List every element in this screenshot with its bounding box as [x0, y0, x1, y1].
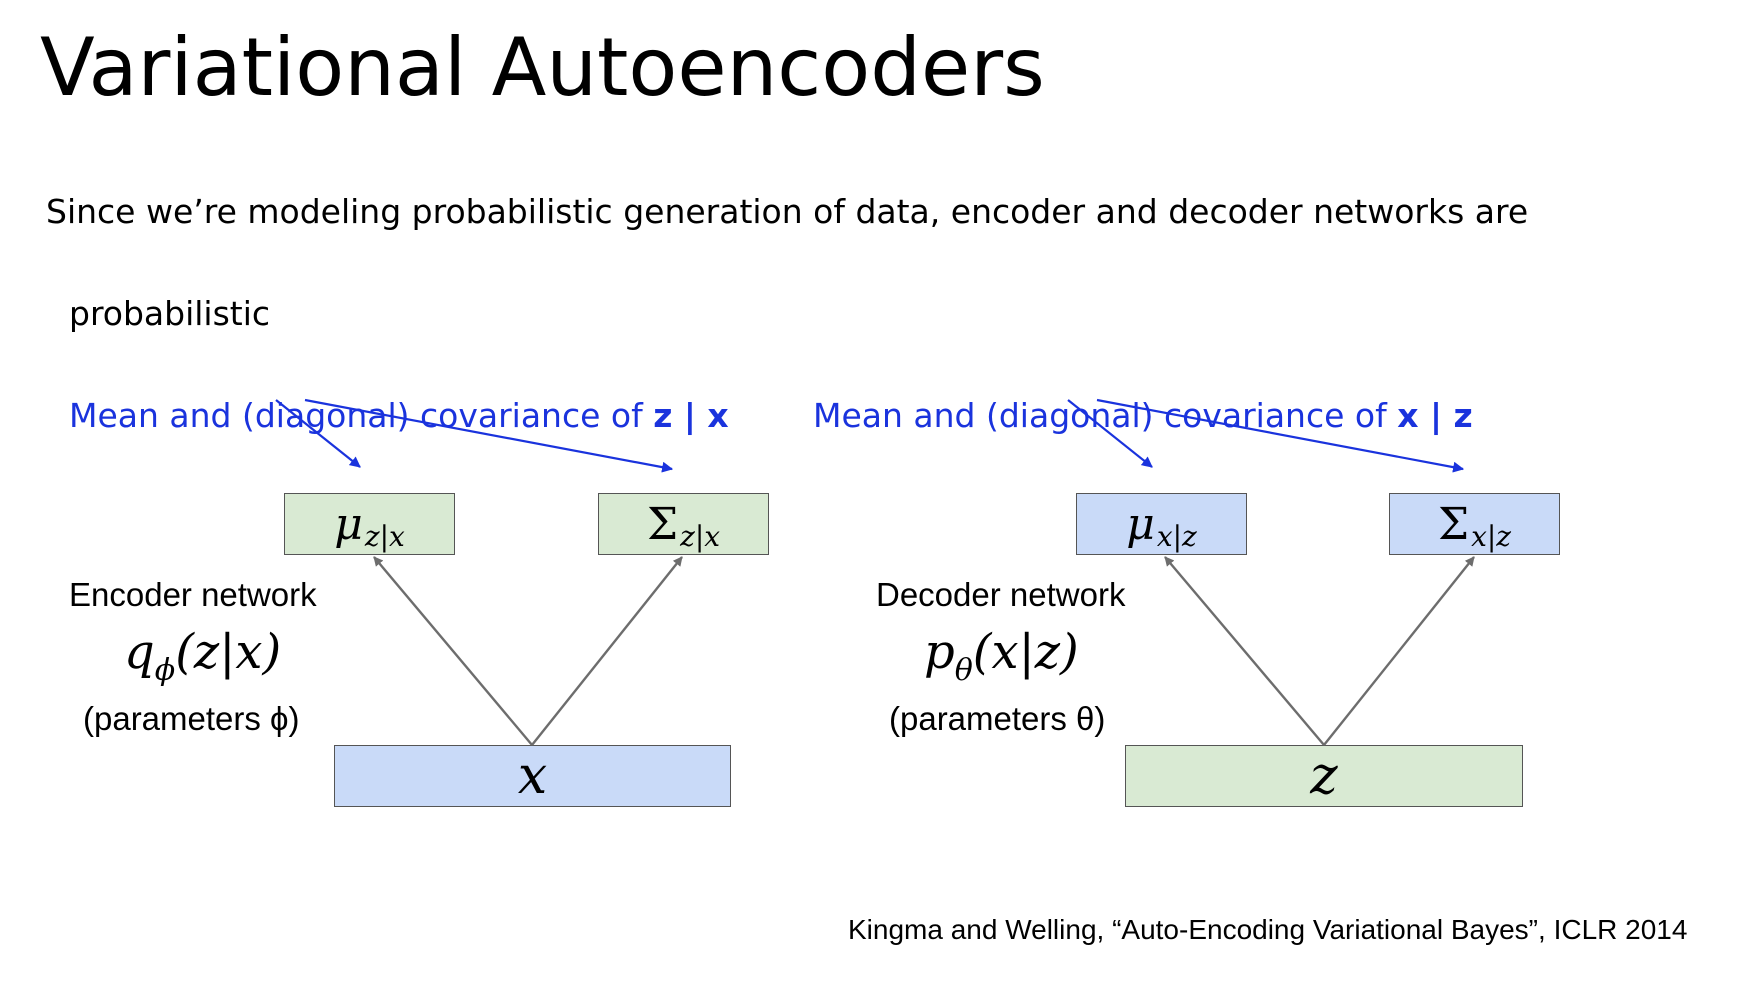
decoder-params-label: (parameters θ) [889, 700, 1106, 737]
decoder-mu-symbol: μ [1126, 498, 1155, 550]
decoder-arrow-to-mu [1164, 556, 1325, 746]
encoder-network-label: Encoder network [69, 576, 317, 613]
encoder-annotation-arrow-sigma [304, 398, 674, 473]
intro-line-2: probabilistic [69, 294, 271, 333]
decoder-formula: pθ(x|z) [924, 624, 1079, 688]
encoder-formula: qϕ(z|x) [124, 624, 282, 688]
decoder-annotation-text: Mean and (diagonal) covariance of [813, 396, 1398, 435]
encoder-mu-subscript: z|x [364, 519, 405, 553]
encoder-params-label: (parameters ϕ) [83, 700, 300, 737]
encoder-formula-args: (z|x) [175, 624, 282, 680]
encoder-input-symbol: x [517, 746, 548, 806]
encoder-annotation-arrow-mu [275, 399, 361, 468]
decoder-input-box: z [1125, 745, 1523, 807]
intro-line-1: Since we’re modeling probabilistic gener… [46, 192, 1529, 231]
decoder-arrow-to-sigma [1323, 556, 1475, 746]
decoder-formula-fn: p [924, 624, 955, 680]
encoder-mu-symbol: μ [334, 498, 363, 550]
encoder-formula-fn: q [124, 624, 155, 680]
encoder-arrow-to-mu [373, 556, 533, 746]
decoder-sigma-symbol: Σ [1437, 498, 1470, 550]
encoder-sigma-subscript: z|x [680, 519, 721, 553]
encoder-annotation-bold: z | x [653, 396, 729, 435]
decoder-formula-args: (x|z) [972, 624, 1079, 680]
decoder-mu-subscript: x|z [1156, 519, 1197, 553]
decoder-input-symbol: z [1310, 746, 1338, 806]
decoder-formula-sub: θ [954, 653, 973, 688]
decoder-network-label: Decoder network [876, 576, 1126, 613]
slide-title: Variational Autoencoders [40, 21, 1045, 114]
encoder-annotation: Mean and (diagonal) covariance of z | x [69, 396, 729, 436]
decoder-annotation-arrow-sigma [1096, 398, 1465, 473]
decoder-annotation-arrow-mu [1067, 399, 1153, 468]
encoder-sigma-symbol: Σ [646, 498, 679, 550]
encoder-input-box: x [334, 745, 731, 807]
decoder-annotation-bold: x | z [1397, 396, 1473, 435]
decoder-sigma-subscript: x|z [1471, 519, 1512, 553]
decoder-annotation: Mean and (diagonal) covariance of x | z [813, 396, 1473, 436]
encoder-formula-sub: ϕ [154, 653, 176, 688]
citation: Kingma and Welling, “Auto-Encoding Varia… [848, 914, 1688, 945]
encoder-arrow-to-sigma [531, 556, 683, 746]
encoder-annotation-text: Mean and (diagonal) covariance of [69, 396, 654, 435]
